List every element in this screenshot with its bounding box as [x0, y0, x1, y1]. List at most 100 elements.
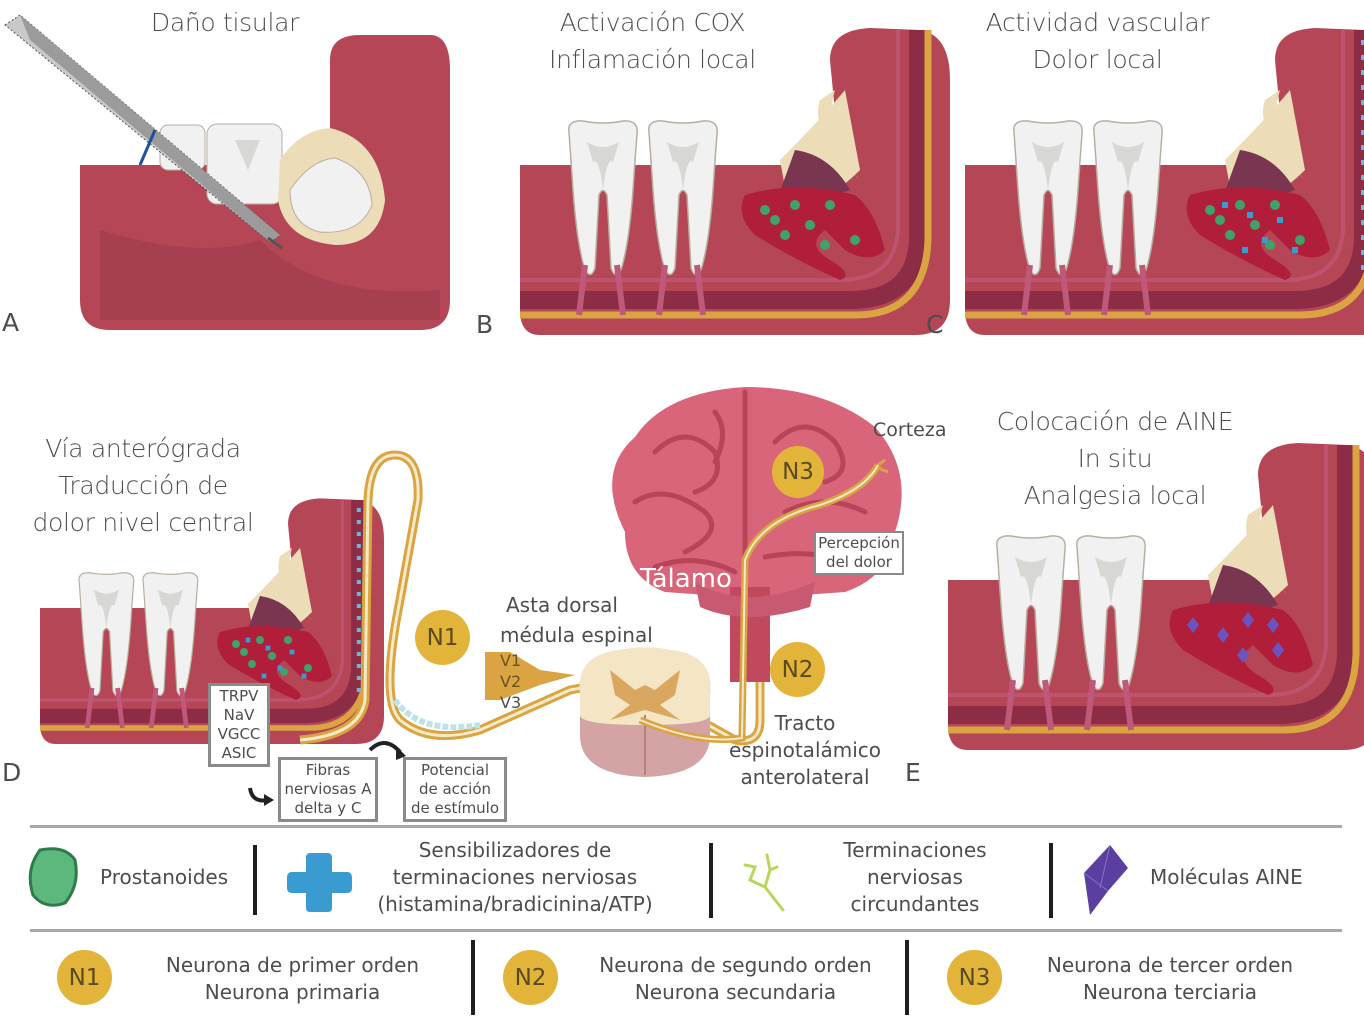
title-line: Dolor local	[1032, 45, 1163, 74]
legend-line: terminaciones nerviosas	[392, 865, 638, 889]
legend-line: (histamina/bradicinina/ATP)	[377, 892, 653, 916]
vascular-sensitizer	[356, 520, 361, 524]
legend-line: circundantes	[850, 892, 980, 916]
branch-v3: V3	[500, 693, 522, 712]
jaw-section	[40, 498, 384, 744]
label-line: espinotalámico	[728, 738, 882, 762]
box-line: Potencial	[420, 761, 490, 779]
legend-badge-n3: N3	[947, 950, 1002, 1005]
legend-line: Neurona primaria	[204, 980, 381, 1004]
cortex-label: Corteza	[873, 419, 947, 441]
sensitizer-dot	[1262, 237, 1268, 243]
mandibular-canal	[965, 30, 1364, 309]
jaw-section	[520, 28, 950, 335]
molar-tooth	[996, 535, 1066, 731]
nsaid-molecule	[1242, 612, 1254, 628]
sensitizer-dot	[1292, 247, 1298, 253]
title-line: Daño tisular	[150, 8, 300, 37]
inflamed-impacted-molar	[741, 150, 885, 280]
box-line: Fibras	[305, 761, 351, 779]
panel-d-illustration	[40, 498, 384, 744]
legend-neuron-3: Neurona de tercer orden Neurona terciari…	[1020, 952, 1320, 1006]
nsaid-molecule	[1267, 617, 1279, 633]
vascular-sensitizer	[356, 628, 361, 632]
title-line: Analgesia local	[1023, 481, 1207, 510]
sensitizer-dot	[1242, 247, 1248, 253]
receptor-label: ASIC	[221, 744, 257, 762]
title-line: dolor nivel central	[32, 508, 254, 537]
box-line: Percepción	[818, 534, 900, 552]
panel-a-illustration	[4, 14, 450, 330]
vascular-sensitizer	[1361, 100, 1364, 105]
sensitizer-dot	[289, 649, 295, 655]
receptor-label: VGCC	[217, 725, 261, 743]
vascular-sensitizer	[1361, 55, 1364, 60]
box-line: de acción	[418, 780, 492, 798]
panel-c-title: Actividad vascular Dolor local	[975, 4, 1220, 78]
sensitizer-dot	[301, 673, 307, 679]
sensitizer-dot	[1222, 202, 1228, 208]
legend-line: Neurona de segundo orden	[599, 953, 872, 977]
label-line: Asta dorsal	[506, 593, 618, 617]
legend-badge-n2: N2	[503, 950, 558, 1005]
prostanoid-dot	[240, 648, 248, 656]
panel-c-illustration	[965, 28, 1364, 335]
vascular-sensitizer	[1361, 40, 1364, 45]
vascular-sensitizer	[356, 604, 361, 608]
prostanoid-dot	[268, 652, 276, 660]
vascular-sensitizer	[356, 676, 361, 680]
legend-prostanoids: Prostanoides	[100, 865, 229, 889]
vascular-sensitizer	[356, 616, 361, 620]
prostanoid-dot	[805, 220, 815, 230]
panel-letter-b: B	[476, 310, 494, 339]
legend-line: Terminaciones	[843, 838, 987, 862]
inflamed-impacted-molar	[217, 596, 332, 700]
sensitizer-dot	[277, 665, 283, 671]
panel-e-illustration	[948, 443, 1364, 750]
title-line: Activación COX	[559, 8, 746, 37]
legend-separator	[471, 940, 475, 1015]
legend-divider-bottom	[30, 929, 1342, 932]
sensitizer-dot	[265, 645, 271, 651]
label-line: anterolateral	[740, 765, 870, 789]
legend-line: Neurona de tercer orden	[1046, 953, 1294, 977]
title-line: Inflamación local	[549, 45, 756, 74]
jaw-section	[965, 28, 1364, 335]
vascular-sensitizer	[1361, 145, 1364, 150]
prostanoid-dot	[780, 230, 790, 240]
prostanoid-dot	[232, 640, 240, 648]
vascular-sensitizer	[1361, 130, 1364, 135]
legend-neuron-1: Neurona de primer orden Neurona primaria	[140, 952, 445, 1006]
legend-line: Neurona secundaria	[634, 980, 837, 1004]
molar-tooth	[142, 572, 199, 729]
vascular-sensitizer	[1361, 190, 1364, 195]
legend-line: nerviosas	[867, 865, 963, 889]
molar-tooth	[568, 120, 638, 316]
molar-tooth	[648, 120, 718, 316]
prostanoid-dot	[1225, 230, 1235, 240]
vascular-sensitizer	[1361, 85, 1364, 90]
mandibular-canal	[948, 445, 1355, 724]
vascular-sensitizer	[1361, 70, 1364, 75]
nerve-ending-icon	[743, 853, 785, 912]
prostanoid-dot	[770, 215, 780, 225]
box-line: nerviosas A	[284, 780, 372, 798]
thalamus-label: Tálamo	[640, 564, 732, 594]
mandibular-canal	[520, 30, 927, 309]
receptor-label: NaV	[223, 706, 255, 724]
legend-nerve-endings: Terminaciones nerviosas circundantes	[810, 837, 1020, 918]
vascular-sensitizer	[356, 556, 361, 560]
nsaid-crystal-icon	[1083, 844, 1128, 915]
sensitizer-dot	[1277, 217, 1283, 223]
legend-line: Neurona terciaria	[1082, 980, 1258, 1004]
tract-label: Tracto espinotalámico anterolateral	[715, 710, 895, 791]
panel-b-illustration	[520, 28, 950, 335]
inferior-alveolar-nerve	[965, 271, 1364, 319]
branch-v2: V2	[500, 672, 522, 691]
mandibular-canal	[40, 500, 366, 724]
action-potential-box: Potencial de acción de estímulo	[403, 757, 507, 822]
vascular-sensitizer	[356, 544, 361, 548]
legend-nsaid: Moléculas AINE	[1150, 865, 1303, 889]
receptors-box: TRPV NaV VGCC ASIC	[208, 683, 270, 767]
